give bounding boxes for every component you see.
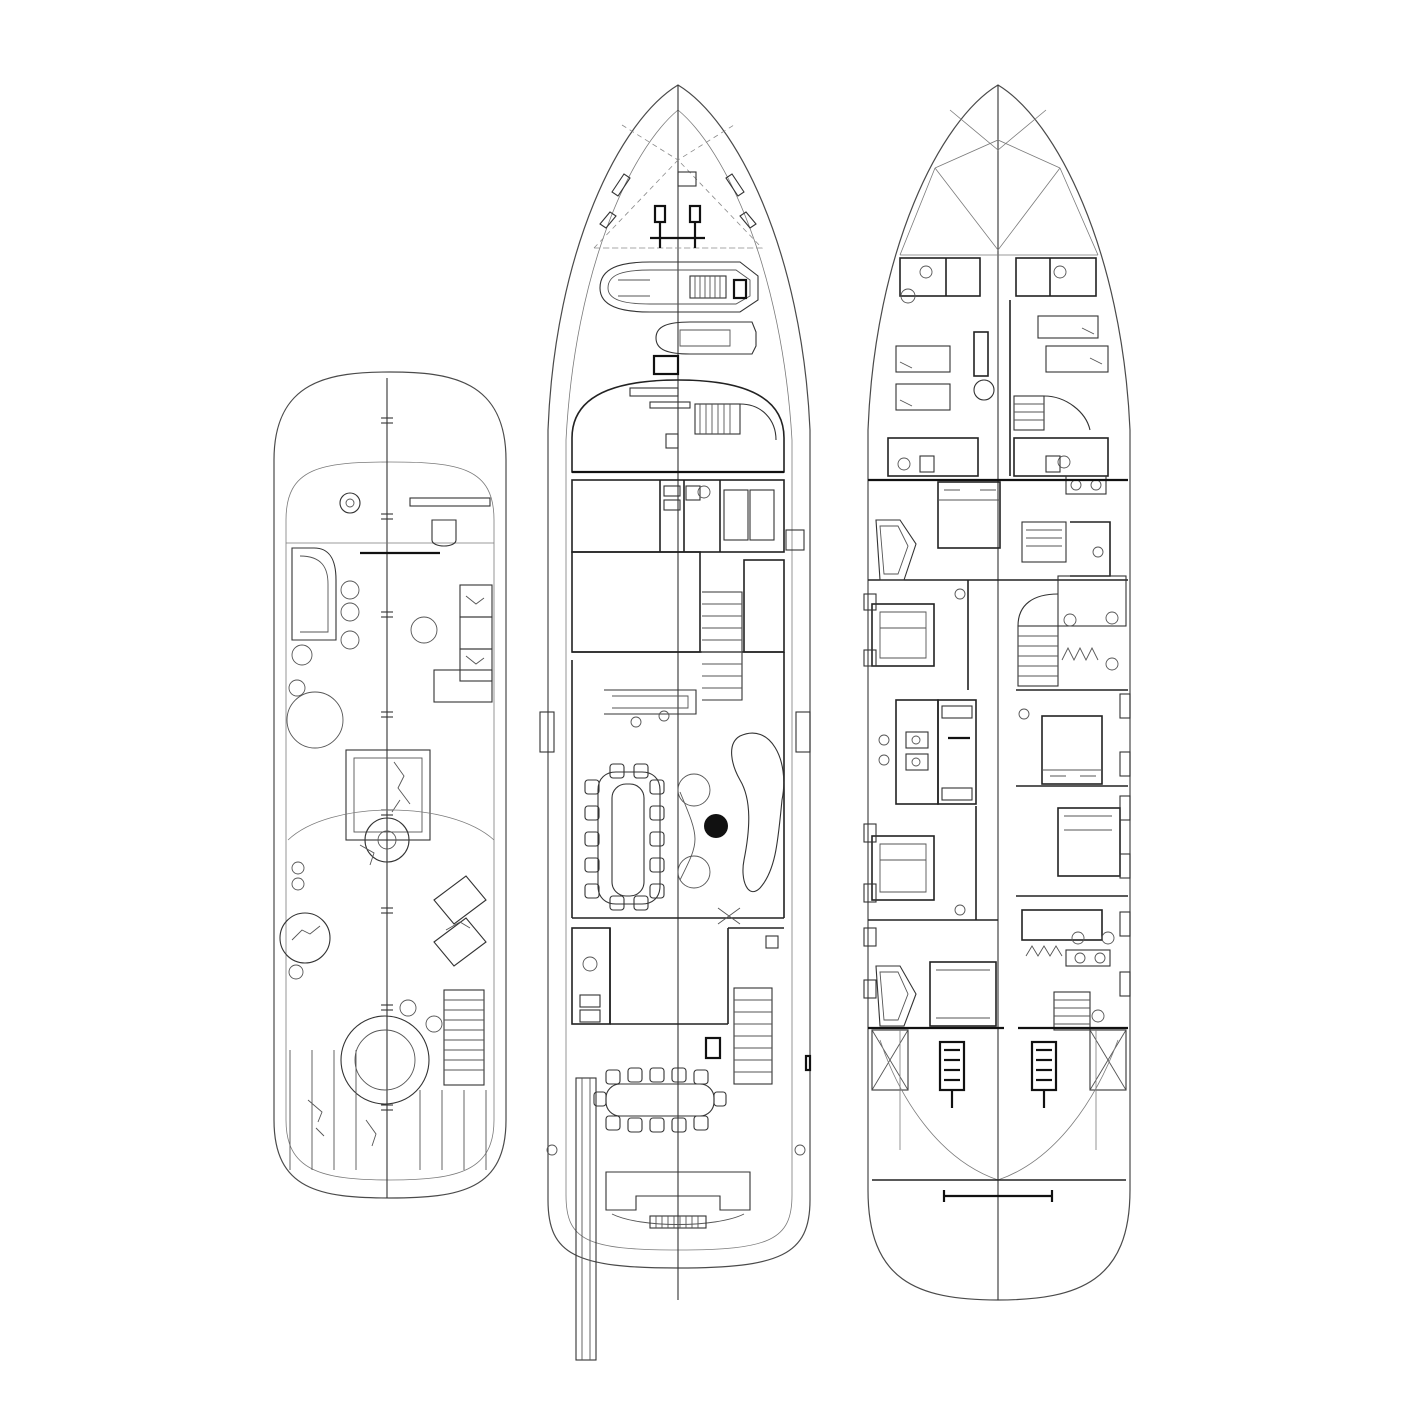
sun-deck-sunloungers — [433, 875, 487, 967]
sun-deck-centerline-ticks — [381, 417, 393, 1111]
sun-deck-inner-outline — [285, 461, 495, 1181]
passerelle-gangway — [575, 1077, 597, 1361]
bar-counter — [409, 497, 491, 507]
guest-cabin-starboard-1 — [1016, 689, 1131, 787]
aft-deck-sofa — [605, 1171, 751, 1211]
side-locker — [785, 529, 805, 551]
foredeck-fittings — [599, 171, 757, 229]
master-cabin — [863, 927, 1004, 1030]
guest-cabin-port-1 — [863, 580, 969, 690]
lower-deck-aft-stair — [1018, 991, 1128, 1031]
foredeck-dashed-zone — [593, 124, 763, 249]
lower-deck-hull-outline — [867, 84, 1131, 1301]
sun-deck-central-lounge — [345, 749, 431, 866]
wheelhouse-front — [571, 379, 785, 473]
dining-chairs — [584, 763, 665, 911]
guest-cabin-port-2 — [863, 806, 998, 921]
bbq-unit — [431, 519, 457, 547]
ensuite-bathrooms — [878, 699, 977, 805]
main-deck-stair — [702, 591, 743, 701]
jacuzzi-left — [279, 912, 331, 964]
jacuzzi-pool — [340, 1015, 430, 1105]
aft-deck-arc — [287, 809, 495, 841]
guest-cabin-starboard-2 — [1016, 795, 1131, 897]
round-table — [286, 691, 344, 749]
sun-deck-sunbeds-starboard — [433, 584, 493, 703]
engine-room — [871, 1029, 1127, 1181]
helm-seat — [339, 492, 361, 514]
jet-ski — [652, 321, 757, 376]
main-deck-inner-outline — [565, 109, 793, 1251]
stair-lower-deck — [1017, 575, 1127, 687]
main-deck-plan — [539, 84, 812, 1361]
main-deck-hull-outline — [547, 84, 811, 1269]
tender-boat — [599, 261, 759, 313]
lower-deck-plan — [863, 84, 1131, 1301]
salon-bar-counter — [604, 689, 697, 715]
sun-deck-hull-outline — [273, 371, 507, 1199]
engine-starboard — [1030, 1040, 1058, 1108]
salon-curved-sofa — [731, 732, 785, 893]
guest-cabin-forward — [875, 481, 1111, 581]
starboard-side-window — [795, 711, 811, 753]
salon-coffee-table — [704, 814, 728, 838]
forepeak-structure — [899, 139, 1099, 256]
bow-stair — [694, 403, 777, 441]
forward-lounge-seat — [291, 547, 337, 641]
engine-port — [938, 1040, 966, 1108]
anchor-windlass — [650, 204, 705, 248]
helm-chair — [665, 433, 679, 449]
salon-forward-block — [571, 551, 701, 653]
crew-quarters — [887, 257, 1109, 495]
transom-grate — [649, 1215, 707, 1229]
aft-deck-stair — [733, 987, 773, 1085]
aft-sunpad-planks — [289, 1050, 487, 1170]
sun-deck-aft-stair — [443, 989, 485, 1086]
aft-deck-dining-table — [593, 1067, 727, 1133]
port-side-window — [539, 711, 555, 753]
aft-bathrooms — [1021, 909, 1131, 997]
sun-deck-plan — [273, 371, 507, 1199]
